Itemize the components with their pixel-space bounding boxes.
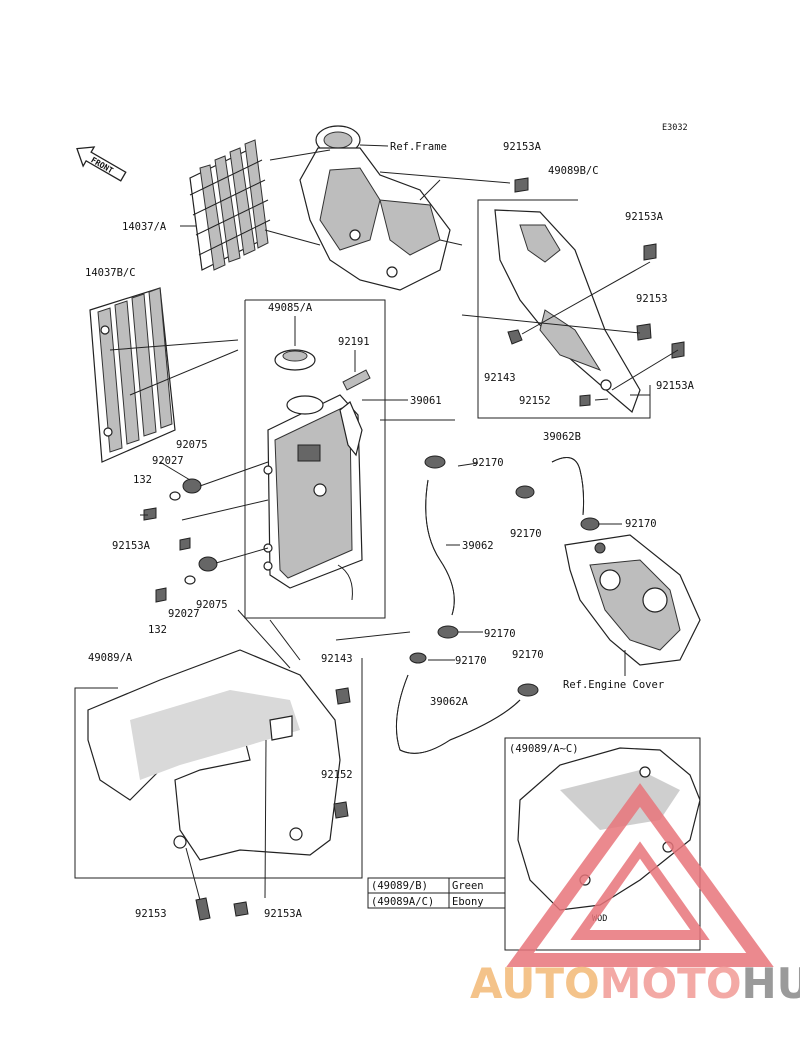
label-14037A: 14037/A <box>122 221 167 233</box>
left-small-parts <box>140 461 269 603</box>
label-92153-bot: 92153 <box>135 908 167 920</box>
main-radiator-group <box>244 299 408 619</box>
label-92143-right: 92143 <box>484 372 516 384</box>
watermark-hub-text: HUB <box>742 959 800 1008</box>
label-92170-a: 92170 <box>472 457 504 469</box>
label-39062: 39062 <box>462 540 494 552</box>
watermark-auto: AUTOMOTOHUB <box>470 959 800 1008</box>
watermark-moto-text: MOTO <box>600 959 742 1008</box>
watermark-auto-text: AUTO <box>470 959 600 1008</box>
radiator-guard-grille <box>180 139 271 271</box>
shroud-bc-group <box>461 177 685 419</box>
label-14037BC: 14037B/C <box>85 267 136 279</box>
engine-cover-group <box>515 457 701 676</box>
color-table-code-1: (49089/B) <box>371 880 428 892</box>
label-132-top: 132 <box>133 474 152 486</box>
label-92170-b: 92170 <box>625 518 657 530</box>
label-ref-frame: Ref.Frame <box>390 141 447 153</box>
label-92027-top: 92027 <box>152 455 184 467</box>
front-arrow-icon: FRONT <box>76 146 127 182</box>
shroud-inset-text: WOD <box>592 914 607 924</box>
label-ref-engine-cover: Ref.Engine Cover <box>563 679 664 691</box>
label-39062A: 39062A <box>430 696 469 708</box>
label-92152-low: 92152 <box>321 769 353 781</box>
label-39061: 39061 <box>410 395 442 407</box>
label-92075-bot: 92075 <box>196 599 228 611</box>
label-39062B: 39062B <box>543 431 581 443</box>
diagram-code: E3032 <box>662 123 688 133</box>
label-92170-c: 92170 <box>510 528 542 540</box>
label-92153A-right2: 92153A <box>656 380 695 392</box>
label-49089AC: (49089/A~C) <box>509 743 579 755</box>
label-132-bot: 132 <box>148 624 167 636</box>
label-92153A-left: 92153A <box>112 540 151 552</box>
label-92170-d: 92170 <box>484 628 516 640</box>
shroud-a-group <box>74 609 363 921</box>
frame-reference <box>264 125 511 291</box>
label-49085A: 49085/A <box>268 302 313 314</box>
label-92143-low: 92143 <box>321 653 353 665</box>
color-table-color-2: Ebony <box>452 896 484 908</box>
label-92153-right: 92153 <box>636 293 668 305</box>
label-92075-top: 92075 <box>176 439 208 451</box>
color-table-color-1: Green <box>452 880 484 892</box>
label-92153A-right1: 92153A <box>625 211 664 223</box>
label-92152-right: 92152 <box>519 395 551 407</box>
label-92027-bot: 92027 <box>168 608 200 620</box>
part-labels: Ref.Frame 92153A 49089B/C 14037/A 14037B… <box>85 141 695 920</box>
label-92153A-top: 92153A <box>503 141 542 153</box>
left-radiator <box>89 287 239 463</box>
label-49089BC: 49089B/C <box>548 165 599 177</box>
color-table-code-2: (49089A/C) <box>371 896 434 908</box>
color-table: (49089/B) Green (49089A/C) Ebony <box>367 877 506 909</box>
label-92170-e: 92170 <box>455 655 487 667</box>
watermark-logo: AUTOMOTOHUB <box>470 783 800 1008</box>
hoses-and-clamps <box>335 419 539 754</box>
label-92170-f: 92170 <box>512 649 544 661</box>
label-92191: 92191 <box>338 336 370 348</box>
label-49089A: 49089/A <box>88 652 133 664</box>
label-92153A-bot: 92153A <box>264 908 303 920</box>
